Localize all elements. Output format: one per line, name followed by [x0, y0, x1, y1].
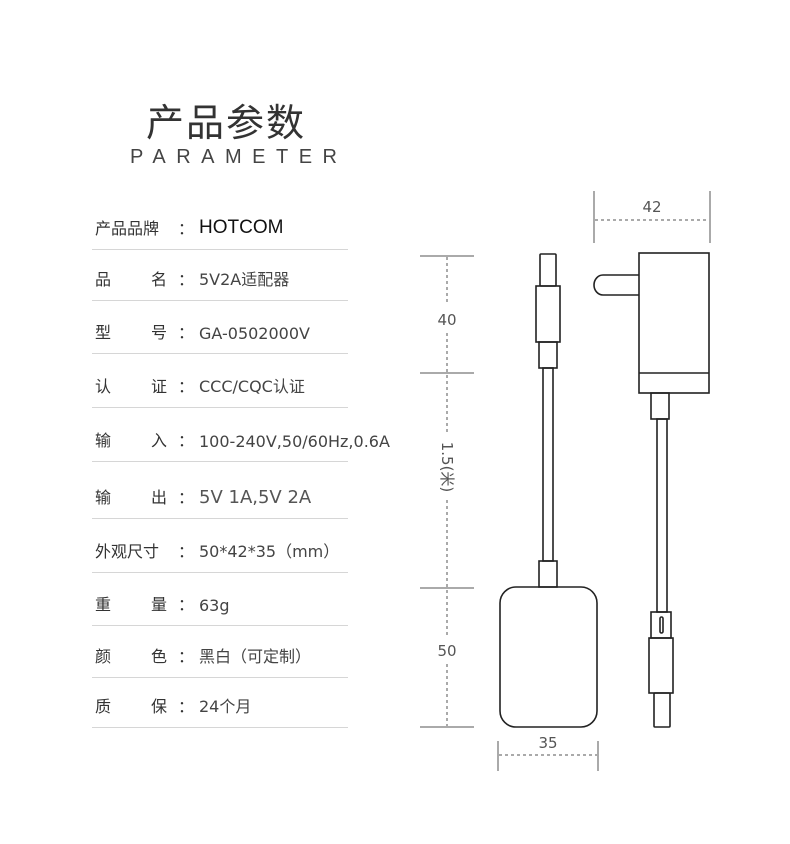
spec-label: 质保 [95, 697, 167, 716]
length-dimension [420, 255, 474, 728]
spec-label: 颜色 [95, 647, 167, 666]
width-label: 42 [642, 198, 661, 216]
adapter-front-view [593, 252, 710, 728]
spec-row: 颜色 ：黑白（可定制） [92, 627, 348, 678]
spec-colon: ： [178, 219, 195, 238]
width-dimension [593, 191, 711, 243]
spec-colon: ： [178, 595, 195, 614]
page-subtitle: PARAMETER [130, 146, 348, 168]
depth-dimension [497, 741, 599, 771]
spec-row: 外观尺寸 ：50*42*35（mm） [92, 522, 348, 573]
spec-value: GA-0502000V [199, 324, 310, 343]
depth-label: 35 [538, 734, 557, 752]
spec-value: 5V 1A,5V 2A [199, 487, 312, 508]
spec-row: 品名 ：5V2A适配器 [92, 250, 348, 301]
spec-row: 输出 ：5V 1A,5V 2A [92, 468, 348, 519]
cable-length-label: 1.5(米) [438, 442, 456, 493]
body-length-label: 50 [437, 642, 456, 660]
spec-colon: ： [178, 697, 195, 716]
spec-label: 品名 [95, 270, 167, 289]
spec-label: 型号 [95, 323, 167, 342]
spec-colon: ： [178, 488, 195, 507]
spec-value: 63g [199, 596, 230, 615]
spec-value: 50*42*35（mm） [199, 542, 340, 561]
spec-colon: ： [178, 323, 195, 342]
page-title: 产品参数 [146, 101, 307, 145]
spec-label: 重量 [95, 595, 167, 614]
spec-colon: ： [178, 270, 195, 289]
spec-label: 输出 [95, 488, 167, 507]
spec-label: 认证 [95, 377, 167, 396]
spec-label: 输入 [95, 431, 167, 450]
spec-row: 重量 ：63g [92, 575, 348, 626]
spec-colon: ： [178, 377, 195, 396]
spec-label: 外观尺寸 [95, 542, 160, 561]
spec-label: 产品品牌 [95, 219, 160, 238]
spec-colon: ： [178, 431, 195, 450]
spec-value: 100-240V,50/60Hz,0.6A [199, 432, 390, 451]
spec-row: 认证 ：CCC/CQC认证 [92, 357, 348, 408]
spec-row: 产品品牌 ：HOTCOM [92, 199, 348, 250]
spec-colon: ： [178, 647, 195, 666]
spec-value: 黑白（可定制） [199, 647, 312, 666]
spec-value: 24个月 [199, 697, 252, 716]
spec-row: 质保 ：24个月 [92, 677, 348, 728]
spec-colon: ： [178, 542, 195, 561]
spec-value: CCC/CQC认证 [199, 377, 305, 396]
adapter-side-view [499, 253, 598, 728]
spec-value: 5V2A适配器 [199, 270, 290, 289]
spec-row: 型号 ：GA-0502000V [92, 303, 348, 354]
spec-row: 输入 ：100-240V,50/60Hz,0.6A [92, 411, 390, 462]
spec-value: HOTCOM [199, 217, 284, 238]
plug-length-label: 40 [437, 311, 456, 329]
